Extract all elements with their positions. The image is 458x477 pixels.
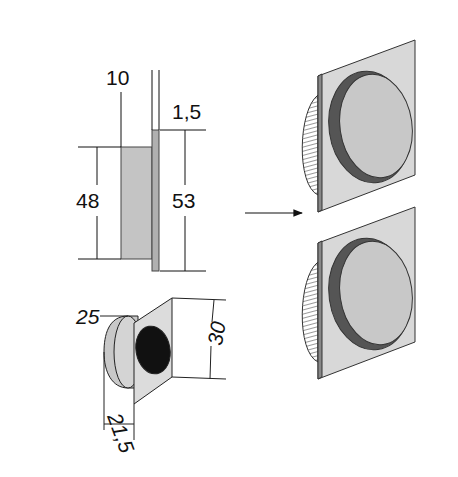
dimension-label: 53 xyxy=(172,190,195,211)
dimension-label: 30 xyxy=(204,320,229,347)
dimension-label: 48 xyxy=(76,190,99,211)
dimension-label: 21,5 xyxy=(104,410,138,456)
dimension-label: 25 xyxy=(76,306,99,327)
dimension-label: 10 xyxy=(106,67,129,88)
flush-pull xyxy=(302,40,419,212)
dimension-label: 1,5 xyxy=(172,101,201,122)
side-view xyxy=(78,70,206,271)
flush-pull xyxy=(302,207,419,379)
arrow xyxy=(245,212,302,213)
